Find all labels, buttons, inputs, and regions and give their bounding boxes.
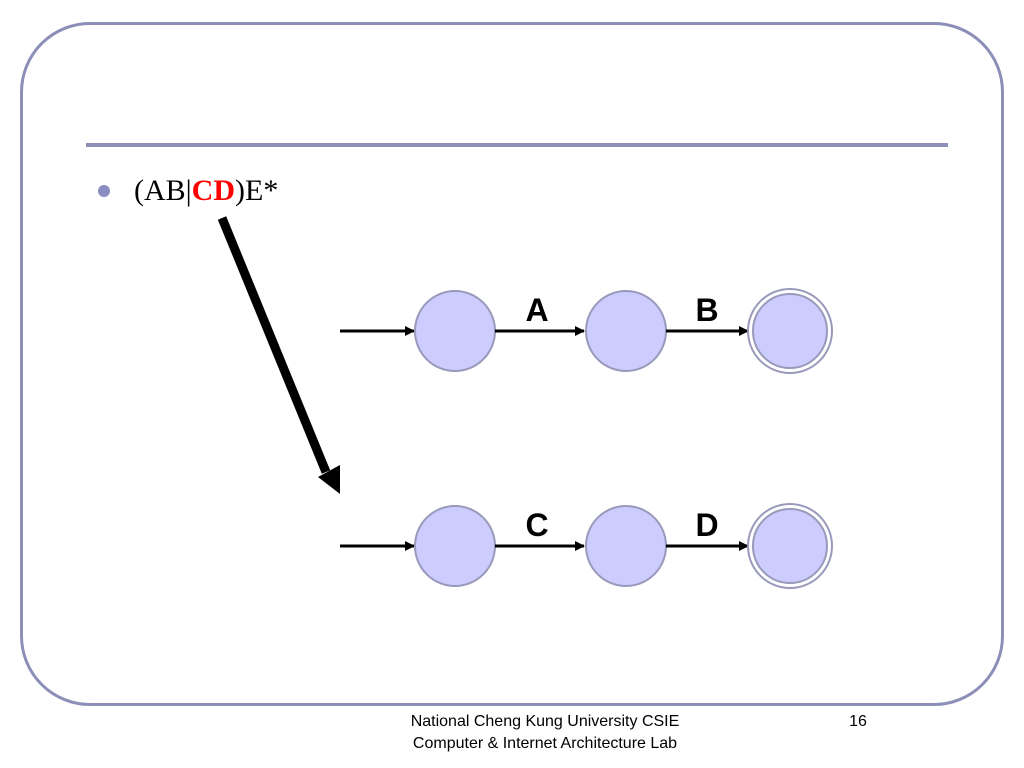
- upper-chain: A B: [340, 288, 833, 374]
- upper-edge-label-b: B: [695, 292, 718, 328]
- lower-accept-state-inner: [752, 508, 828, 584]
- upper-state-2: [585, 290, 667, 372]
- regex-suffix: )E*: [235, 174, 279, 207]
- footer-line-2: Computer & Internet Architecture Lab: [412, 735, 678, 752]
- regex-highlight: CD: [191, 174, 236, 207]
- footer-line-1: National Cheng Kung University CSIE: [410, 713, 680, 730]
- lower-chain: C D: [340, 503, 833, 589]
- bullet-dot-icon: [98, 185, 110, 197]
- upper-state-1: [414, 290, 496, 372]
- upper-edge-label-a: A: [525, 292, 548, 328]
- bullet-item: (AB|CD)E*: [98, 171, 278, 211]
- page-number: 16: [849, 713, 867, 730]
- lower-edge-label-d: D: [695, 507, 718, 543]
- footer-source: National Cheng Kung University CSIE Comp…: [340, 711, 750, 755]
- lower-state-1: [414, 505, 496, 587]
- regex-expression: (AB|CD)E*: [134, 174, 278, 208]
- title-rule: [86, 143, 948, 147]
- upper-accept-state-inner: [752, 293, 828, 369]
- pointer-arrow: [217, 216, 340, 494]
- slide-frame: [20, 22, 1004, 706]
- lower-state-2: [585, 505, 667, 587]
- regex-prefix: (AB|: [134, 174, 192, 207]
- lower-edge-label-c: C: [525, 507, 548, 543]
